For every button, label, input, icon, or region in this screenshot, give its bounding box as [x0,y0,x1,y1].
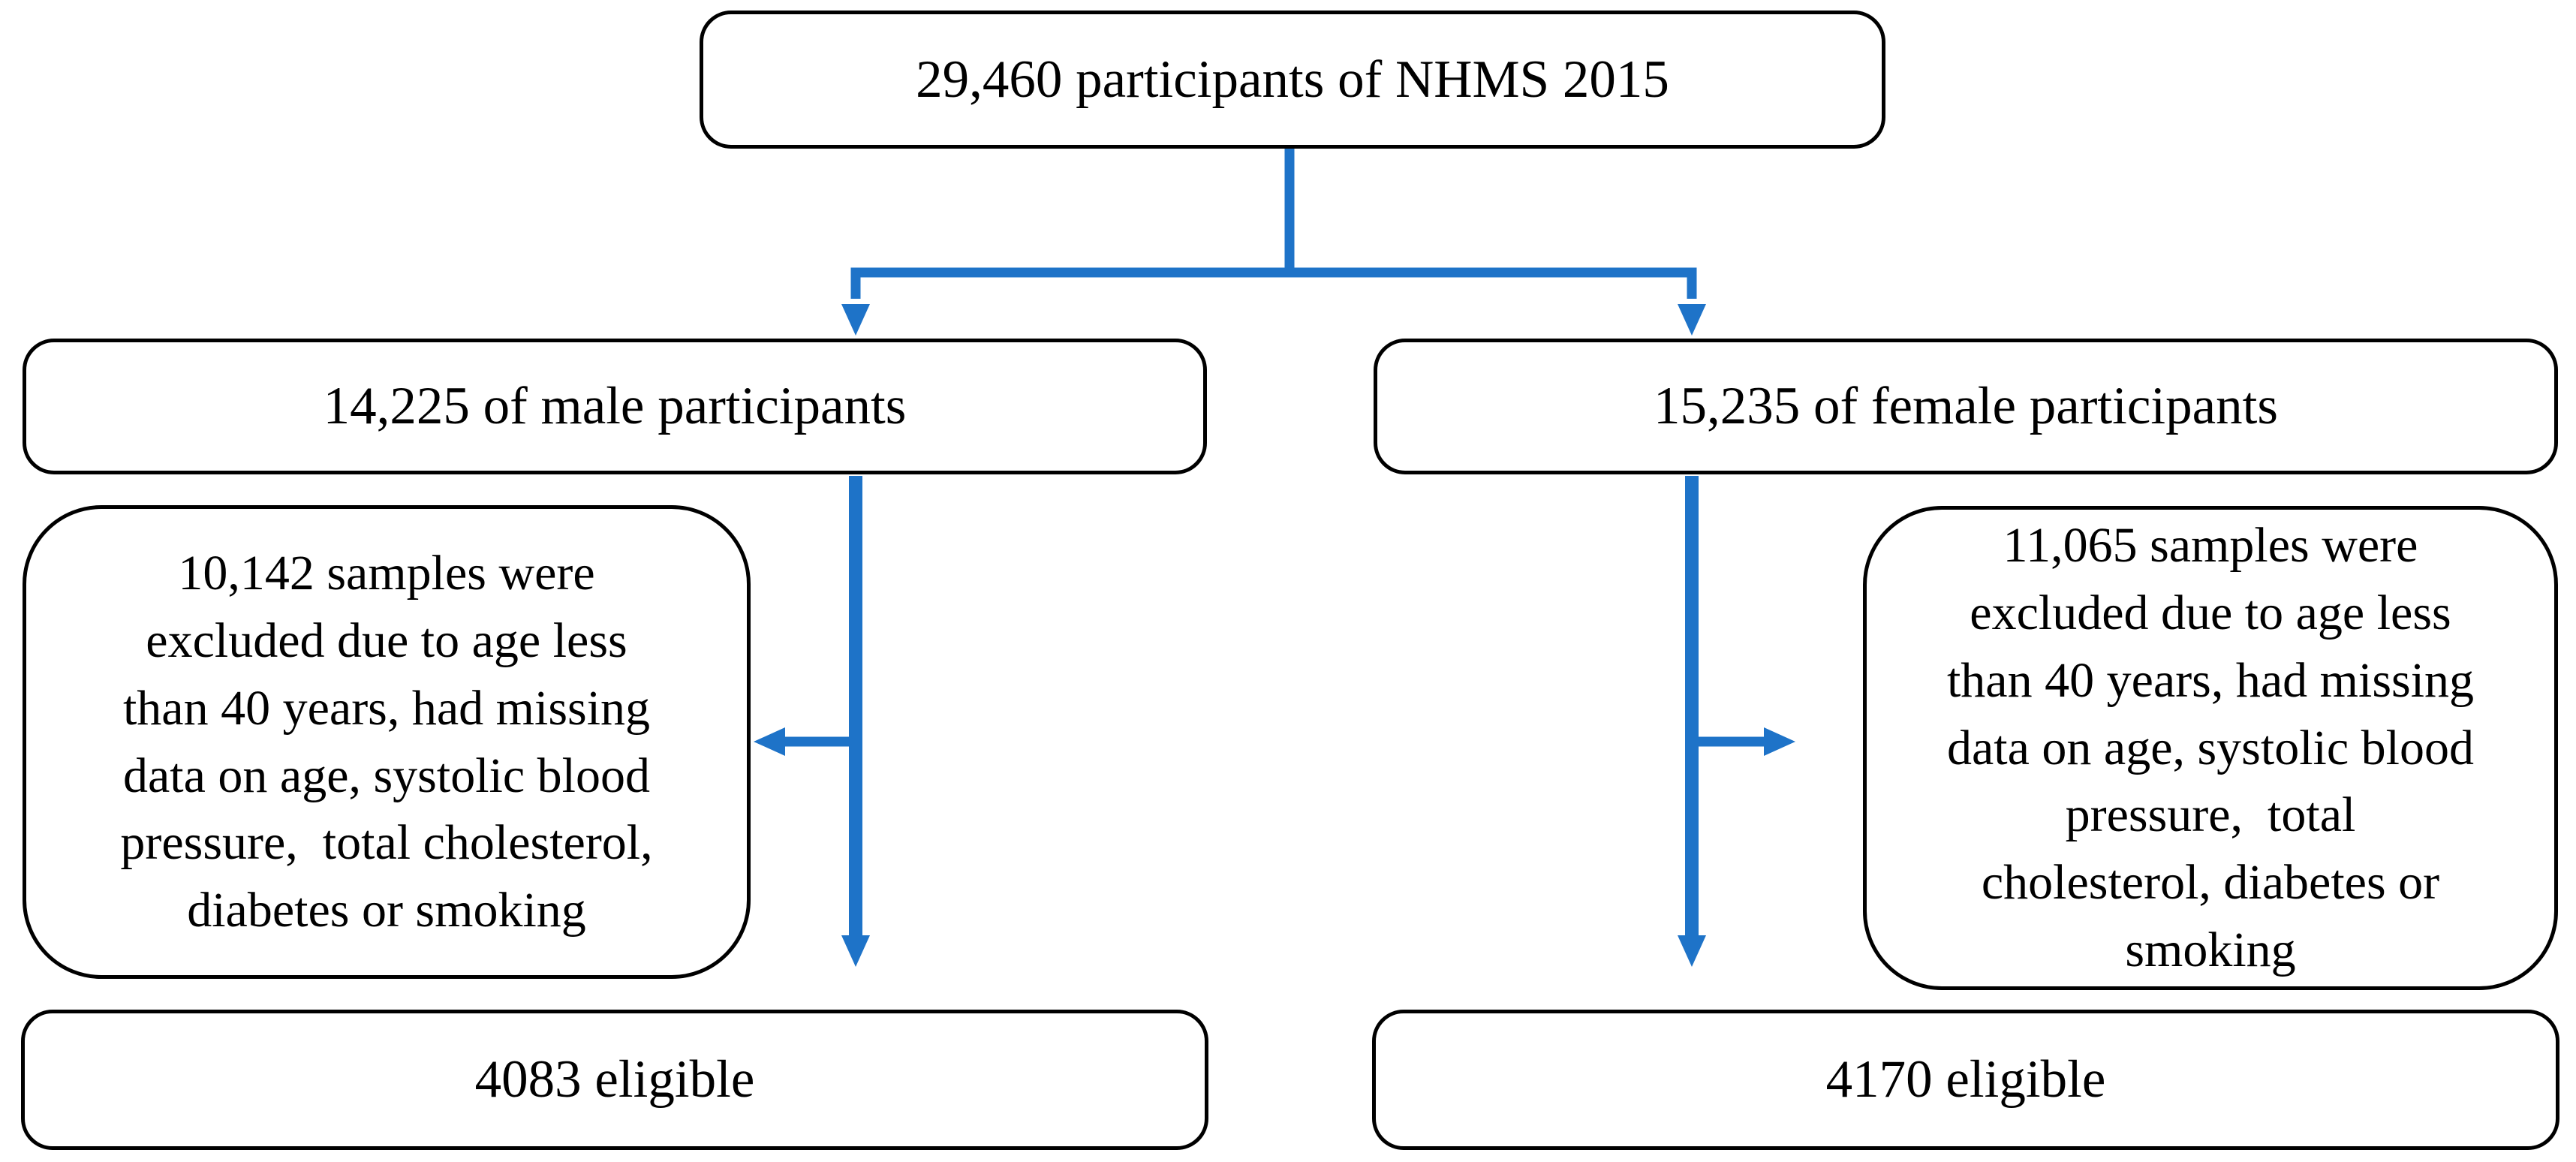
node-female-excluded: 11,065 samples were excluded due to age … [1863,506,2558,990]
node-female-eligible: 4170 eligible [1372,1010,2559,1150]
arrowhead-down-female-icon [1678,304,1706,336]
arrow-total-split [841,149,1706,336]
male-eligible-text: 4083 eligible [474,1050,755,1109]
female-excluded-text: 11,065 samples were excluded due to age … [1946,518,2475,977]
node-male-eligible: 4083 eligible [21,1010,1208,1150]
arrowhead-down-male-icon [841,304,870,336]
female-participants-text: 15,235 of female participants [1654,377,2278,436]
arrowhead-female-exclusion-icon [1764,727,1795,756]
arrow-male-flow [841,476,870,967]
arrowhead-male-eligible-icon [841,935,870,967]
arrow-female-exclusion [1692,727,1795,756]
total-participants-text: 29,460 participants of NHMS 2015 [916,50,1669,109]
node-female-participants: 15,235 of female participants [1374,339,2558,474]
arrowhead-male-exclusion-icon [754,727,785,756]
male-excluded-text: 10,142 samples were excluded due to age … [120,546,653,938]
node-total-participants: 29,460 participants of NHMS 2015 [700,11,1885,149]
node-male-excluded: 10,142 samples were excluded due to age … [23,505,751,979]
female-eligible-text: 4170 eligible [1825,1050,2106,1109]
arrow-female-flow [1678,476,1706,967]
node-male-participants: 14,225 of male participants [23,339,1207,474]
arrow-male-exclusion [754,727,856,756]
male-participants-text: 14,225 of male participants [323,377,907,436]
arrowhead-female-eligible-icon [1678,935,1706,967]
